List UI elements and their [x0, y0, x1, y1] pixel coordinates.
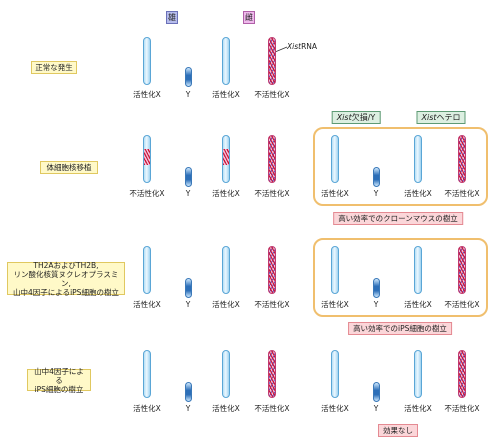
xist-rna-label: XistRNA — [287, 42, 318, 51]
chrom-label-inactive-x: 不活性化X — [254, 300, 290, 309]
active-x-chromosome — [222, 350, 230, 398]
chrom-label-active-x: 活性化X — [404, 404, 432, 413]
chrom-label-active-x: 活性化X — [404, 189, 432, 198]
y-chromosome — [373, 382, 380, 402]
chrom-label-y: Y — [185, 300, 191, 309]
inactive-x-chromosome — [458, 246, 466, 294]
xist-rna-pointer — [274, 46, 288, 53]
chrom-label-inactive-x: 不活性化X — [444, 189, 480, 198]
active-x-chromosome — [414, 350, 422, 398]
inactive-x-chromosome — [458, 135, 466, 183]
xist-mutant-comparison-frame — [313, 238, 488, 317]
result-clone-mouse: 高い効率でのクローンマウスの樹立 — [333, 212, 463, 225]
row-label-normal-development: 正常な発生 — [31, 61, 77, 74]
chrom-label-active-x: 活性化X — [321, 300, 349, 309]
xist-hetero-header: Xistヘテロ — [416, 111, 466, 124]
y-chromosome — [185, 167, 192, 187]
chrom-label-inactive-x: 不活性化X — [129, 189, 165, 198]
chrom-label-active-x: 活性化X — [133, 300, 161, 309]
active-x-chromosome — [222, 37, 230, 85]
female-symbol-box: 雌 — [243, 11, 255, 24]
inactive-x-chromosome — [268, 246, 276, 294]
row-label-yamanaka-ips: 山中4因子による iPS細胞の樹立 — [27, 367, 91, 394]
y-chromosome — [185, 67, 192, 87]
chrom-label-active-x: 活性化X — [404, 300, 432, 309]
chrom-label-active-x: 活性化X — [133, 404, 161, 413]
chrom-label-inactive-x: 不活性化X — [444, 404, 480, 413]
chrom-label-y: Y — [185, 404, 191, 413]
xist-coated-region — [223, 149, 229, 165]
chrom-label-y: Y — [185, 189, 191, 198]
active-x-chromosome — [414, 246, 422, 294]
chrom-label-y: Y — [373, 189, 379, 198]
active-x-chromosome — [143, 37, 151, 85]
xist-mutant-comparison-frame — [313, 127, 488, 206]
active-x-chromosome — [414, 135, 422, 183]
ectopic-inactive-x-chromosome — [222, 135, 230, 183]
chrom-label-inactive-x: 不活性化X — [254, 189, 290, 198]
active-x-chromosome — [331, 350, 339, 398]
chrom-label-y: Y — [373, 404, 379, 413]
inactive-x-chromosome — [268, 350, 276, 398]
inactive-x-chromosome — [268, 37, 276, 85]
inactive-x-chromosome — [268, 135, 276, 183]
chrom-label-active-x: 活性化X — [321, 404, 349, 413]
ectopic-inactive-x-chromosome — [143, 135, 151, 183]
active-x-chromosome — [331, 135, 339, 183]
result-ips-efficiency: 高い効率でのiPS細胞の樹立 — [348, 322, 452, 335]
chrom-label-inactive-x: 不活性化X — [254, 90, 290, 99]
chrom-label-y: Y — [373, 300, 379, 309]
row-label-somatic-nuclear-transfer: 体細胞核移植 — [40, 161, 98, 174]
result-no-effect: 効果なし — [378, 424, 418, 437]
active-x-chromosome — [331, 246, 339, 294]
chrom-label-active-x: 活性化X — [212, 404, 240, 413]
xist-coated-region — [144, 149, 150, 165]
y-chromosome — [373, 278, 380, 298]
chrom-label-active-x: 活性化X — [321, 189, 349, 198]
chrom-label-active-x: 活性化X — [212, 300, 240, 309]
chrom-label-active-x: 活性化X — [212, 90, 240, 99]
chrom-label-inactive-x: 不活性化X — [254, 404, 290, 413]
chrom-label-active-x: 活性化X — [212, 189, 240, 198]
active-x-chromosome — [143, 350, 151, 398]
row-label-th2a-th2b-ips: TH2AおよびTH2B, リン酸化核質ヌクレオプラスミン, 山中4因子によるiP… — [7, 261, 125, 297]
inactive-x-chromosome — [458, 350, 466, 398]
y-chromosome — [185, 278, 192, 298]
xist-knockout-y-header: Xist欠損/Y — [331, 111, 381, 124]
chrom-label-active-x: 活性化X — [133, 90, 161, 99]
chrom-label-inactive-x: 不活性化X — [444, 300, 480, 309]
male-symbol-box: 雄 — [166, 11, 178, 24]
y-chromosome — [185, 382, 192, 402]
y-chromosome — [373, 167, 380, 187]
active-x-chromosome — [143, 246, 151, 294]
chrom-label-y: Y — [185, 90, 191, 99]
active-x-chromosome — [222, 246, 230, 294]
